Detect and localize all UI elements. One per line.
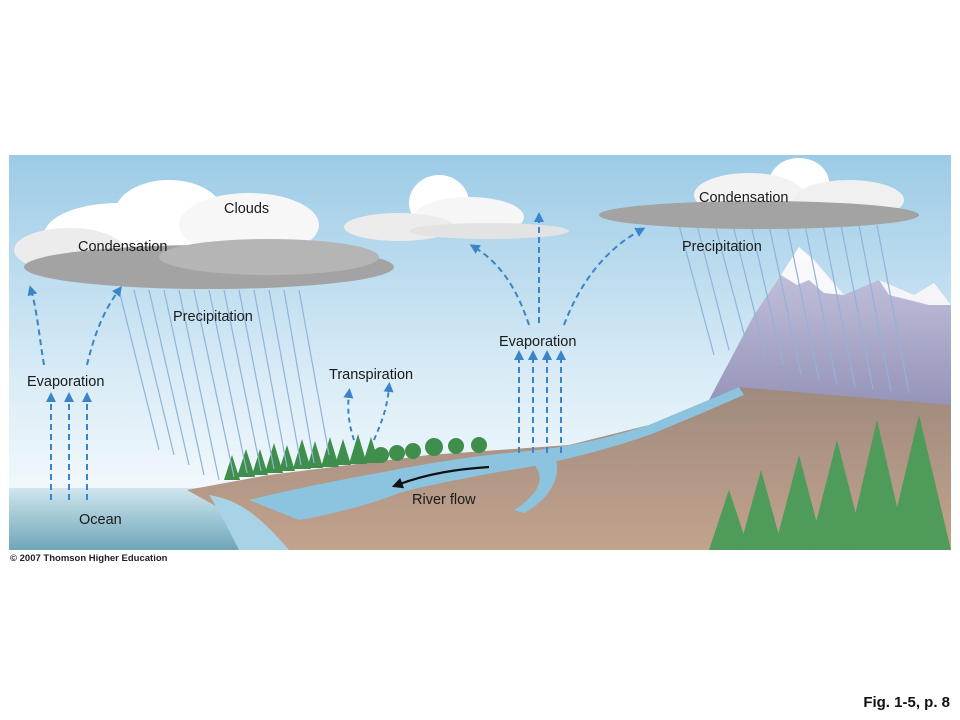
- evaporation-arrows-river: [469, 212, 646, 453]
- copyright-notice: © 2007 Thomson Higher Education: [10, 553, 168, 564]
- forest-right: [709, 415, 951, 550]
- label-condensation-left: Condensation: [78, 239, 168, 255]
- label-clouds: Clouds: [224, 201, 269, 217]
- cloud-right: [599, 158, 919, 229]
- rain-right: [678, 224, 910, 394]
- transpiration-arrows: [343, 382, 394, 441]
- cloud-middle: [344, 175, 569, 241]
- label-evaporation-ocean: Evaporation: [27, 374, 104, 390]
- label-river-flow: River flow: [412, 492, 476, 508]
- river-branch: [514, 455, 558, 513]
- river-mouth: [209, 495, 289, 550]
- label-ocean: Ocean: [79, 512, 122, 528]
- cloud-left: [14, 180, 394, 289]
- rain-left: [118, 289, 330, 481]
- mountain-snow-2: [879, 280, 951, 305]
- figure-caption: Fig. 1-5, p. 8: [863, 694, 950, 711]
- river-flow-arrow: [391, 465, 490, 489]
- river: [249, 387, 744, 520]
- label-evaporation-river: Evaporation: [499, 334, 576, 350]
- label-condensation-right: Condensation: [699, 190, 789, 206]
- label-precipitation-right: Precipitation: [682, 239, 762, 255]
- label-transpiration: Transpiration: [329, 367, 413, 383]
- label-precipitation-left: Precipitation: [173, 309, 253, 325]
- evaporation-arrows-ocean: [27, 285, 122, 500]
- mountain-snow: [781, 247, 844, 295]
- water-cycle-diagram: Clouds Condensation Precipitation Evapor…: [9, 155, 951, 550]
